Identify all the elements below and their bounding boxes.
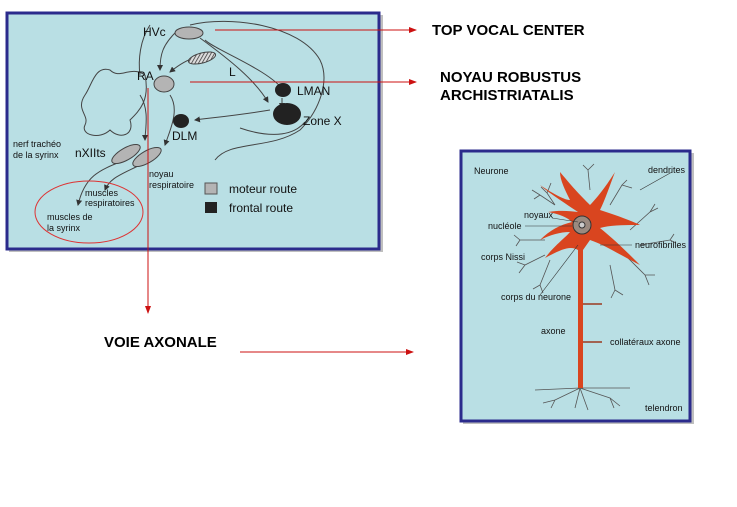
dlm-node [173, 114, 189, 128]
label-l: L [229, 65, 236, 79]
callout-noyau-1: NOYAU ROBUSTUS [440, 69, 581, 86]
label-telendron: telendron [645, 403, 683, 413]
callout-lines [145, 27, 417, 355]
label-noyau-resp-1: noyau [149, 169, 174, 179]
label-muscles-resp-2: respiratoires [85, 198, 135, 208]
label-lman: LMAN [297, 84, 330, 98]
label-nxiits: nXIIts [75, 146, 106, 160]
legend-swatch-frontal [205, 202, 217, 213]
noyau-respiratoire-node [132, 146, 162, 168]
callout-top-vocal-center: TOP VOCAL CENTER [432, 22, 585, 39]
label-dlm: DLM [172, 129, 197, 143]
neuron-dendrites [513, 163, 677, 411]
label-axone: axone [541, 326, 566, 336]
legend-swatch-moteur [204, 182, 218, 195]
label-noyau-resp-2: respiratoire [149, 180, 194, 190]
legend: moteur route frontal route [204, 182, 297, 215]
callout-noyau-2: ARCHISTRIATALIS [440, 87, 574, 104]
brain-pathway-panel: HVc RA L LMAN Zone X DLM nXIIts nerf tra… [5, 11, 383, 252]
syrinx-circle [34, 180, 144, 244]
zone-x-node [273, 103, 301, 125]
label-nerf-2: de la syrinx [13, 150, 59, 160]
ra-node [153, 75, 175, 93]
label-muscles-syrinx-1: muscles de [47, 212, 93, 222]
label-nucleole: nucléole [488, 221, 522, 231]
lman-node [275, 83, 291, 97]
label-dendrites: dendrites [648, 165, 686, 175]
label-ra: RA [137, 69, 154, 83]
label-noyaux: noyaux [524, 210, 554, 220]
label-hvc: HVc [143, 25, 166, 39]
label-zone-x: Zone X [303, 114, 342, 128]
brain-outline [80, 68, 147, 136]
callout-voie-axonale: VOIE AXONALE [104, 334, 217, 351]
legend-label-frontal: frontal route [229, 201, 293, 215]
nxiits-node [111, 143, 141, 165]
l-node [187, 51, 217, 65]
label-muscles-syrinx-2: la syrinx [47, 223, 81, 233]
neuron-panel: Neurone dendrites noyaux nucléole neurof… [459, 149, 694, 424]
hvc-node [174, 26, 204, 40]
neuron-title: Neurone [474, 166, 509, 176]
legend-label-moteur: moteur route [229, 182, 297, 196]
nucleolus [578, 221, 586, 229]
axon-collaterals [583, 303, 602, 343]
label-nerf-1: nerf trachéo [13, 139, 61, 149]
label-corps-neurone: corps du neurone [501, 292, 571, 302]
label-muscles-resp-1: muscles [85, 188, 119, 198]
label-neurofibrilles: neurofibrilles [635, 240, 687, 250]
label-corps-nissi: corps Nissi [481, 252, 525, 262]
label-collateraux: collatéraux axone [610, 337, 681, 347]
